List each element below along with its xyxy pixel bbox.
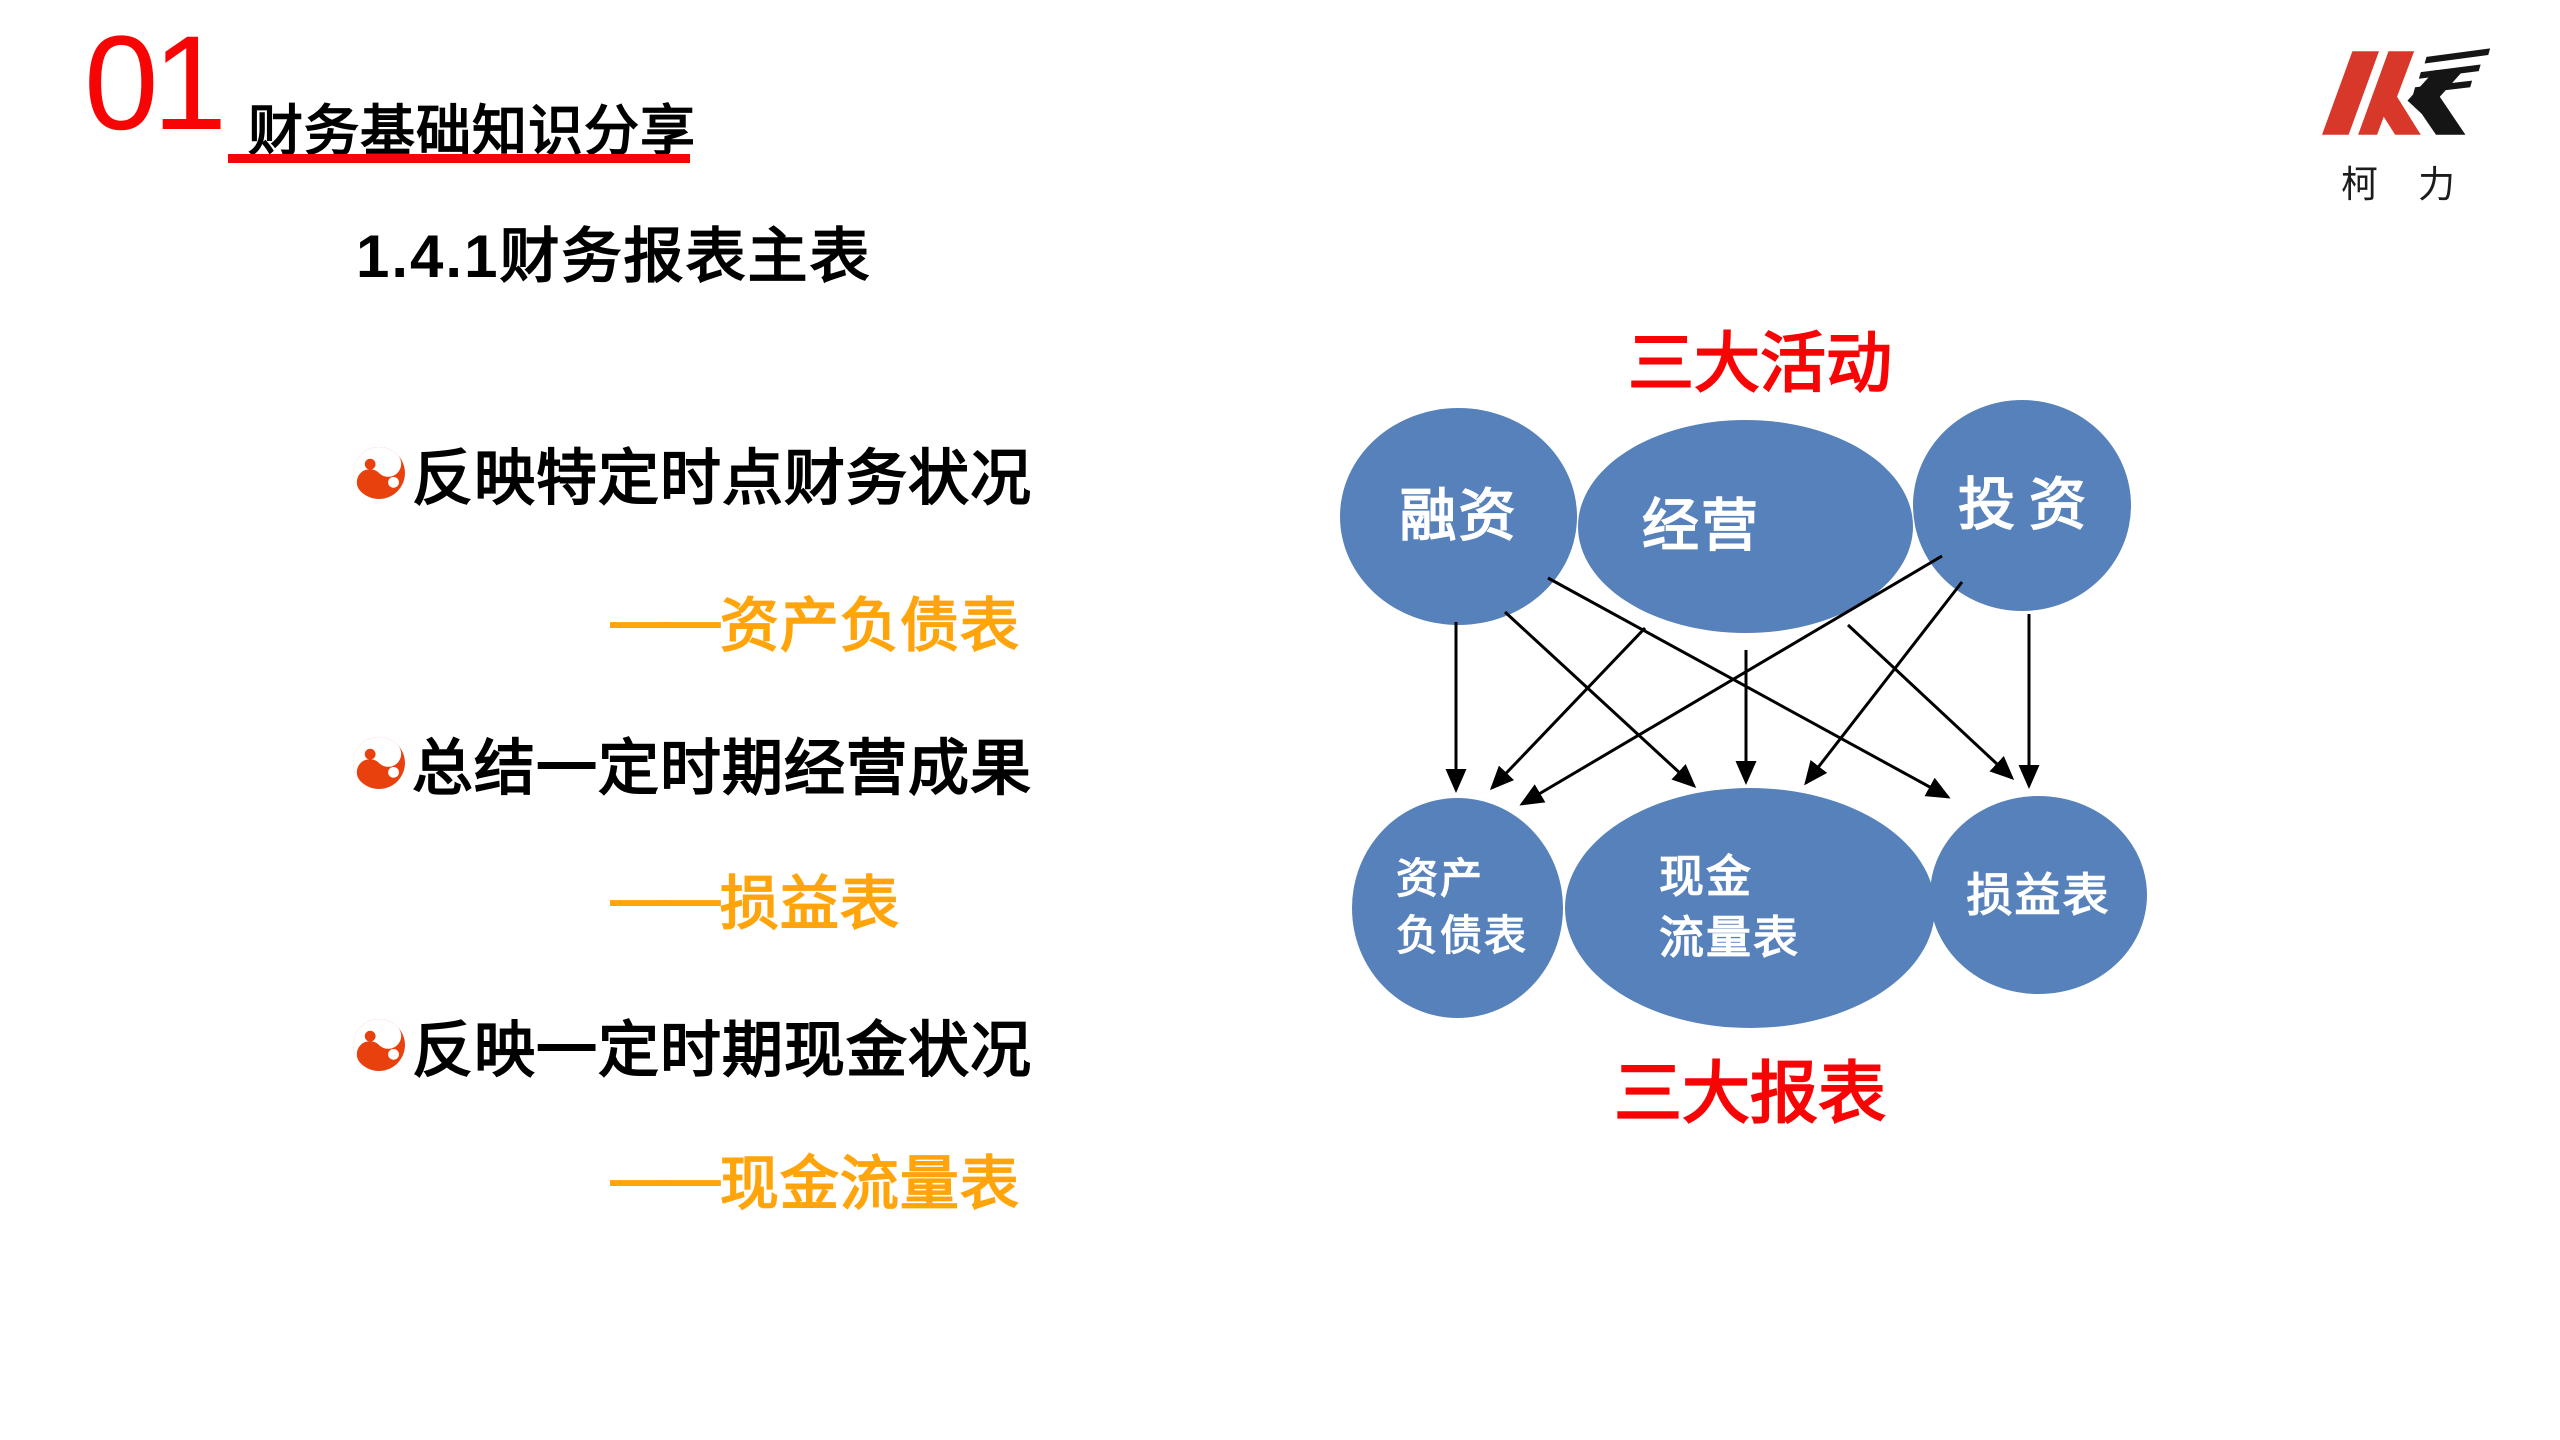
node-label-line2: 负债表 [1396, 912, 1529, 959]
diagram-bottom-label: 三大报表 [1613, 1056, 1886, 1132]
bullet-text: 总结一定时期经营成果 [412, 734, 1033, 802]
node-label: 融资 [1399, 484, 1518, 549]
section-title-underline [228, 154, 690, 163]
bullet-report-label: —— 损益表 [610, 856, 900, 941]
bullet-report-label: —— 资产负债表 [610, 578, 1020, 663]
dash-line: —— [610, 1145, 721, 1212]
report-name: 资产负债表 [719, 593, 1020, 659]
report-name: 损益表 [719, 871, 900, 937]
brand-logo: 柯力 [2282, 36, 2514, 206]
section-title: 财务基础知识分享 [248, 100, 697, 162]
bullet-text: 反映一定时期现金状况 [412, 1016, 1033, 1084]
bullet-item: 总结一定时期经营成果 [352, 718, 1032, 807]
node-label: 投资 [1958, 473, 2100, 538]
node-balance-sheet: 资产 负债表 [1352, 798, 1563, 1018]
node-operating: 经营 [1578, 420, 1913, 633]
node-cash-flow-statement: 现金 流量表 [1565, 788, 1935, 1028]
bullet-item: 反映一定时期现金状况 [352, 1000, 1032, 1089]
node-label: 经营 [1642, 494, 1760, 559]
bullet-report-label: —— 现金流量表 [610, 1136, 1020, 1221]
brand-name: 柯力 [2341, 164, 2495, 205]
node-label-line1: 现金 [1659, 851, 1754, 903]
taiji-icon [353, 446, 405, 499]
taiji-icon [353, 1018, 405, 1071]
node-investing: 投资 [1913, 400, 2131, 611]
node-financing: 融资 [1340, 408, 1577, 625]
report-name: 现金流量表 [719, 1151, 1020, 1217]
slide-title: 1.4.1财务报表主表 [356, 223, 872, 290]
node-label-line1: 资产 [1396, 855, 1485, 903]
diagram-top-label: 三大活动 [1628, 326, 1892, 400]
section-number: 01 [84, 9, 227, 158]
keli-k-logo-icon [2322, 48, 2491, 135]
dash-line: —— [610, 865, 721, 932]
node-label: 损益表 [1966, 868, 2111, 921]
bullet-text: 反映特定时点财务状况 [412, 444, 1033, 512]
dash-line: —— [610, 587, 721, 654]
node-label-line2: 流量表 [1659, 912, 1801, 963]
node-income-statement: 损益表 [1930, 796, 2147, 994]
bullet-item: 反映特定时点财务状况 [352, 428, 1032, 517]
taiji-icon [353, 736, 405, 789]
